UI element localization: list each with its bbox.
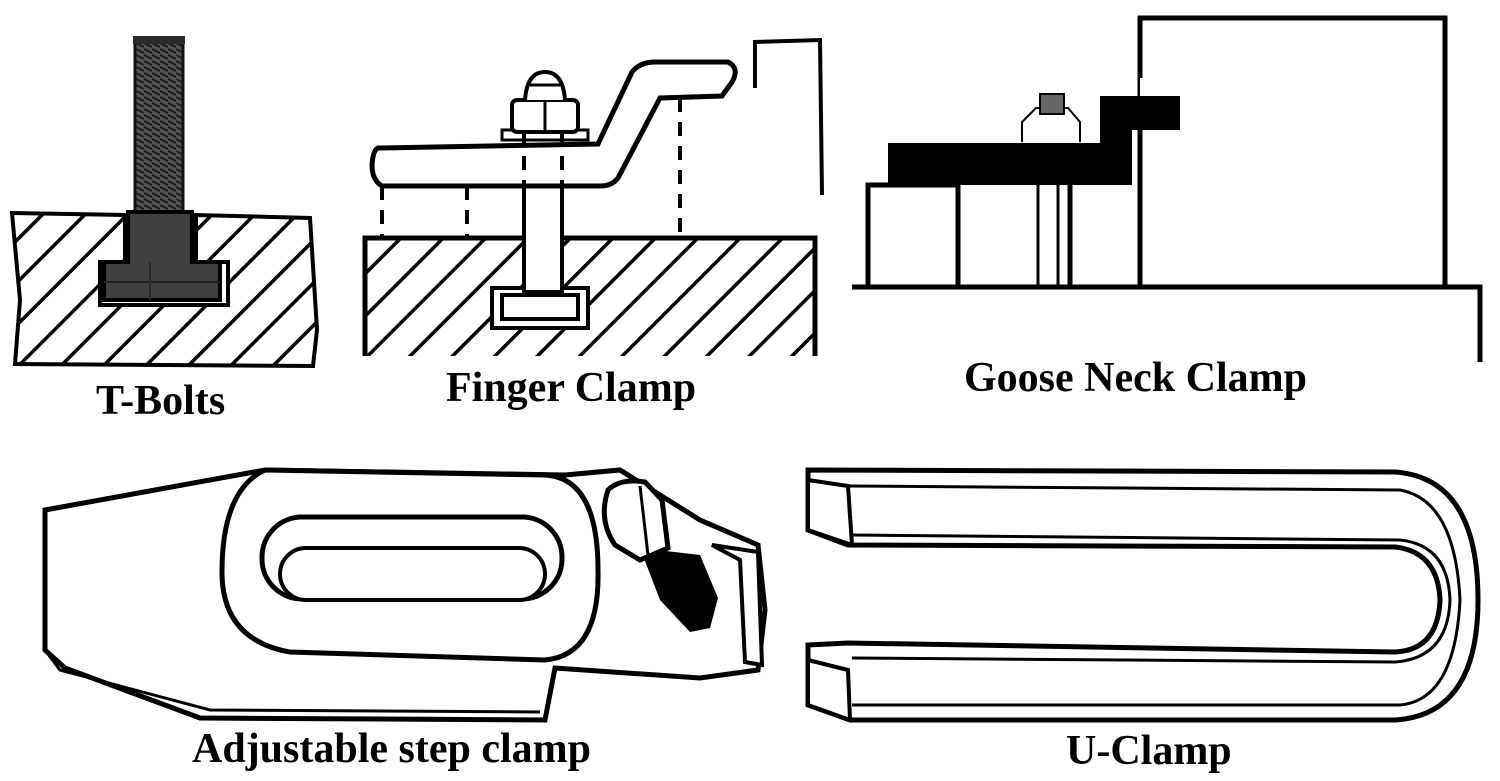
caption-t-bolts: T-Bolts — [96, 378, 226, 424]
workpiece — [753, 37, 824, 196]
u-clamp-outer — [805, 467, 1481, 723]
u-clamp-figure — [805, 467, 1481, 723]
t-bolt-figure — [9, 36, 320, 369]
finger-clamp-body — [369, 59, 738, 189]
goose-neck-clamp-body — [888, 96, 1180, 185]
bolt-shank — [133, 36, 185, 220]
caption-finger-clamp: Finger Clamp — [446, 365, 697, 411]
bolt-head — [102, 210, 222, 302]
caption-adjustable-step-clamp: Adjustable step clamp — [192, 726, 592, 772]
goose-neck-clamp-figure — [852, 15, 1483, 362]
workpiece — [1137, 15, 1448, 287]
caption-goose-neck-clamp: Goose Neck Clamp — [964, 355, 1307, 401]
finger-clamp-figure — [362, 37, 824, 356]
caption-u-clamp: U-Clamp — [1066, 728, 1232, 774]
adjustable-step-clamp-figure — [42, 467, 768, 723]
